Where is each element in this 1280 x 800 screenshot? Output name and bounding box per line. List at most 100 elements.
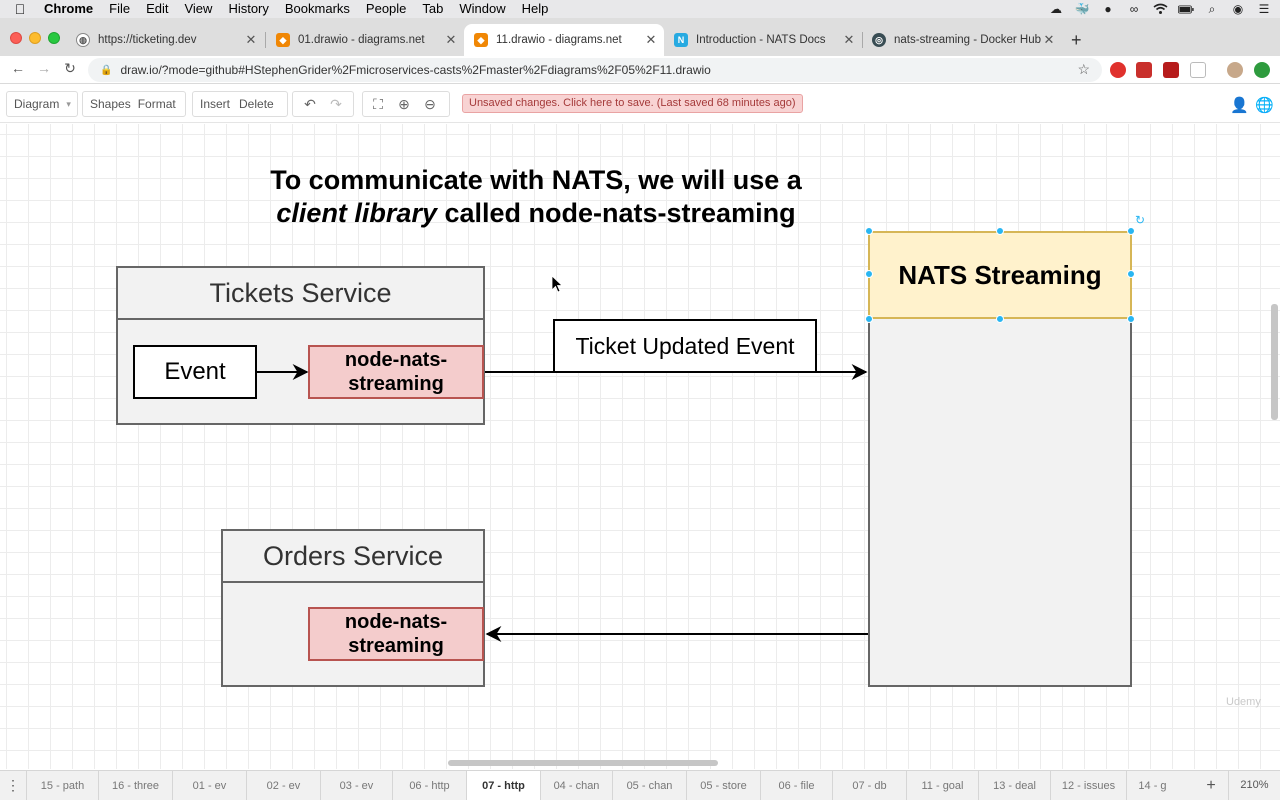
menu-edit[interactable]: Edit — [146, 1, 169, 16]
apple-logo-icon[interactable]:  — [0, 1, 40, 17]
tab-separator — [265, 32, 266, 48]
extension-adblock-icon[interactable] — [1110, 62, 1126, 78]
menu-file[interactable]: File — [109, 1, 131, 16]
resize-handle[interactable] — [865, 227, 873, 235]
event-box[interactable]: Event — [133, 345, 257, 399]
redo-icon[interactable]: ↷ — [330, 95, 342, 112]
resize-handle[interactable] — [1127, 315, 1135, 323]
window-zoom-button[interactable] — [48, 32, 60, 44]
delete-button[interactable]: Delete — [239, 97, 274, 111]
tab-ticketing[interactable]: ◍ https://ticketing.dev ✕ — [66, 24, 264, 56]
new-tab-button[interactable]: + — [1071, 30, 1082, 50]
page-tab[interactable]: 13 - deal — [978, 771, 1050, 800]
shapes-button[interactable]: Shapes — [90, 97, 131, 111]
horizontal-scrollbar[interactable] — [448, 760, 718, 766]
bookmark-star-icon[interactable]: ☆ — [1077, 61, 1090, 77]
tab-nats-docs[interactable]: N Introduction - NATS Docs ✕ — [664, 24, 862, 56]
page-tab[interactable]: 16 - three — [98, 771, 172, 800]
extension-ublock-icon[interactable] — [1163, 62, 1179, 78]
shapes-format-group: Shapes Format — [82, 91, 186, 117]
address-bar[interactable]: 🔒 draw.io/?mode=github#HStephenGrider%2F… — [88, 58, 1102, 82]
page-tab[interactable]: 07 - db — [832, 771, 906, 800]
glasses-icon[interactable]: ∞ — [1129, 2, 1139, 16]
tickets-library-box[interactable]: node-nats- streaming — [308, 345, 484, 399]
add-page-button[interactable]: + — [1206, 777, 1216, 794]
window-close-button[interactable] — [10, 32, 22, 44]
vertical-scrollbar[interactable] — [1271, 304, 1278, 420]
page-tab[interactable]: 06 - file — [760, 771, 832, 800]
resize-handle[interactable] — [865, 270, 873, 278]
back-arrow-icon[interactable]: ← — [11, 60, 25, 76]
tab-close-icon[interactable]: ✕ — [1043, 32, 1055, 47]
menu-bookmarks[interactable]: Bookmarks — [284, 1, 350, 16]
page-tab[interactable]: 15 - path — [26, 771, 98, 800]
menu-tab[interactable]: Tab — [422, 1, 444, 16]
page-tab[interactable]: 14 - g — [1126, 771, 1178, 800]
tab-01-drawio[interactable]: ◆ 01.drawio - diagrams.net ✕ — [266, 24, 464, 56]
page-tab[interactable]: 12 - issues — [1050, 771, 1126, 800]
tab-close-icon[interactable]: ✕ — [843, 32, 855, 47]
language-globe-icon[interactable]: 🌐 — [1255, 97, 1274, 114]
mac-menubar:  Chrome File Edit View History Bookmark… — [0, 0, 1280, 18]
page-tab-active[interactable]: 07 - http — [466, 771, 540, 800]
format-button[interactable]: Format — [137, 97, 176, 111]
menu-help[interactable]: Help — [521, 1, 549, 16]
unsaved-changes-banner[interactable]: Unsaved changes. Click here to save. (La… — [462, 94, 803, 113]
page-tab[interactable]: 03 - ev — [320, 771, 392, 800]
page-tab[interactable]: 04 - chan — [540, 771, 612, 800]
resize-handle[interactable] — [996, 227, 1004, 235]
profile-avatar[interactable] — [1227, 62, 1243, 78]
menu-people[interactable]: People — [365, 1, 407, 16]
rotate-handle-icon[interactable]: ↻ — [1135, 213, 1146, 227]
tab-docker-hub[interactable]: ◎ nats-streaming - Docker Hub ✕ — [862, 24, 1062, 56]
resize-handle[interactable] — [1127, 270, 1135, 278]
menu-window[interactable]: Window — [459, 1, 506, 16]
tab-close-icon[interactable]: ✕ — [445, 32, 457, 47]
tab-close-icon[interactable]: ✕ — [645, 32, 657, 47]
tab-11-drawio[interactable]: ◆ 11.drawio - diagrams.net ✕ — [464, 24, 664, 56]
menu-history[interactable]: History — [228, 1, 269, 16]
reload-icon[interactable]: ↻ — [64, 60, 76, 76]
spotlight-search-icon[interactable]: ⌕ — [1208, 1, 1216, 16]
page-tab[interactable]: 01 - ev — [172, 771, 246, 800]
forward-arrow-icon[interactable]: → — [37, 60, 51, 76]
zoom-level[interactable]: 210% — [1228, 771, 1280, 800]
extension-list-icon[interactable] — [1190, 62, 1206, 78]
resize-handle[interactable] — [865, 315, 873, 323]
page-tab[interactable]: 05 - store — [686, 771, 760, 800]
ticket-updated-event-box[interactable]: Ticket Updated Event — [553, 319, 817, 373]
siri-icon[interactable]: ◉ — [1232, 2, 1244, 16]
page-tab[interactable]: 06 - http — [392, 771, 466, 800]
recording-icon[interactable]: ● — [1104, 2, 1112, 16]
heading-line-1: To communicate with NATS, we will use a — [270, 165, 802, 195]
notification-center-icon[interactable]: ☰ — [1258, 2, 1270, 16]
window-minimize-button[interactable] — [29, 32, 41, 44]
docker-whale-icon[interactable]: 🐳 — [1074, 2, 1090, 16]
zoom-out-icon[interactable]: ⊖ — [424, 95, 436, 112]
extension-lastpass-icon[interactable] — [1136, 62, 1152, 78]
diagram-menu[interactable]: Diagram ▾ — [6, 91, 78, 117]
menu-chrome[interactable]: Chrome — [44, 1, 94, 16]
fit-window-icon[interactable]: ⛶ — [373, 95, 383, 112]
orders-library-box[interactable]: node-nats- streaming — [308, 607, 484, 661]
resize-handle[interactable] — [996, 315, 1004, 323]
page-tab[interactable]: 02 - ev — [246, 771, 320, 800]
menu-view[interactable]: View — [184, 1, 213, 16]
page-tab[interactable]: 11 - goal — [906, 771, 978, 800]
cloud-icon[interactable]: ☁ — [1050, 2, 1062, 16]
nats-streaming-header[interactable]: NATS Streaming — [868, 231, 1132, 319]
zoom-in-icon[interactable]: ⊕ — [398, 95, 410, 112]
pages-menu-icon[interactable]: ⋮ — [6, 777, 20, 793]
insert-button[interactable]: Insert — [200, 97, 231, 111]
battery-icon[interactable] — [1178, 2, 1194, 16]
page-tab[interactable]: 05 - chan — [612, 771, 686, 800]
chevron-down-icon: ▾ — [66, 98, 71, 109]
user-icon[interactable]: 👤 — [1230, 97, 1249, 114]
undo-icon[interactable]: ↶ — [304, 95, 316, 112]
update-icon[interactable] — [1254, 62, 1270, 78]
diagram-canvas[interactable]: To communicate with NATS, we will use a … — [0, 124, 1280, 769]
resize-handle[interactable] — [1127, 227, 1135, 235]
tab-close-icon[interactable]: ✕ — [245, 32, 257, 47]
diagram-heading[interactable]: To communicate with NATS, we will use a … — [200, 164, 872, 230]
wifi-icon[interactable] — [1152, 2, 1168, 16]
